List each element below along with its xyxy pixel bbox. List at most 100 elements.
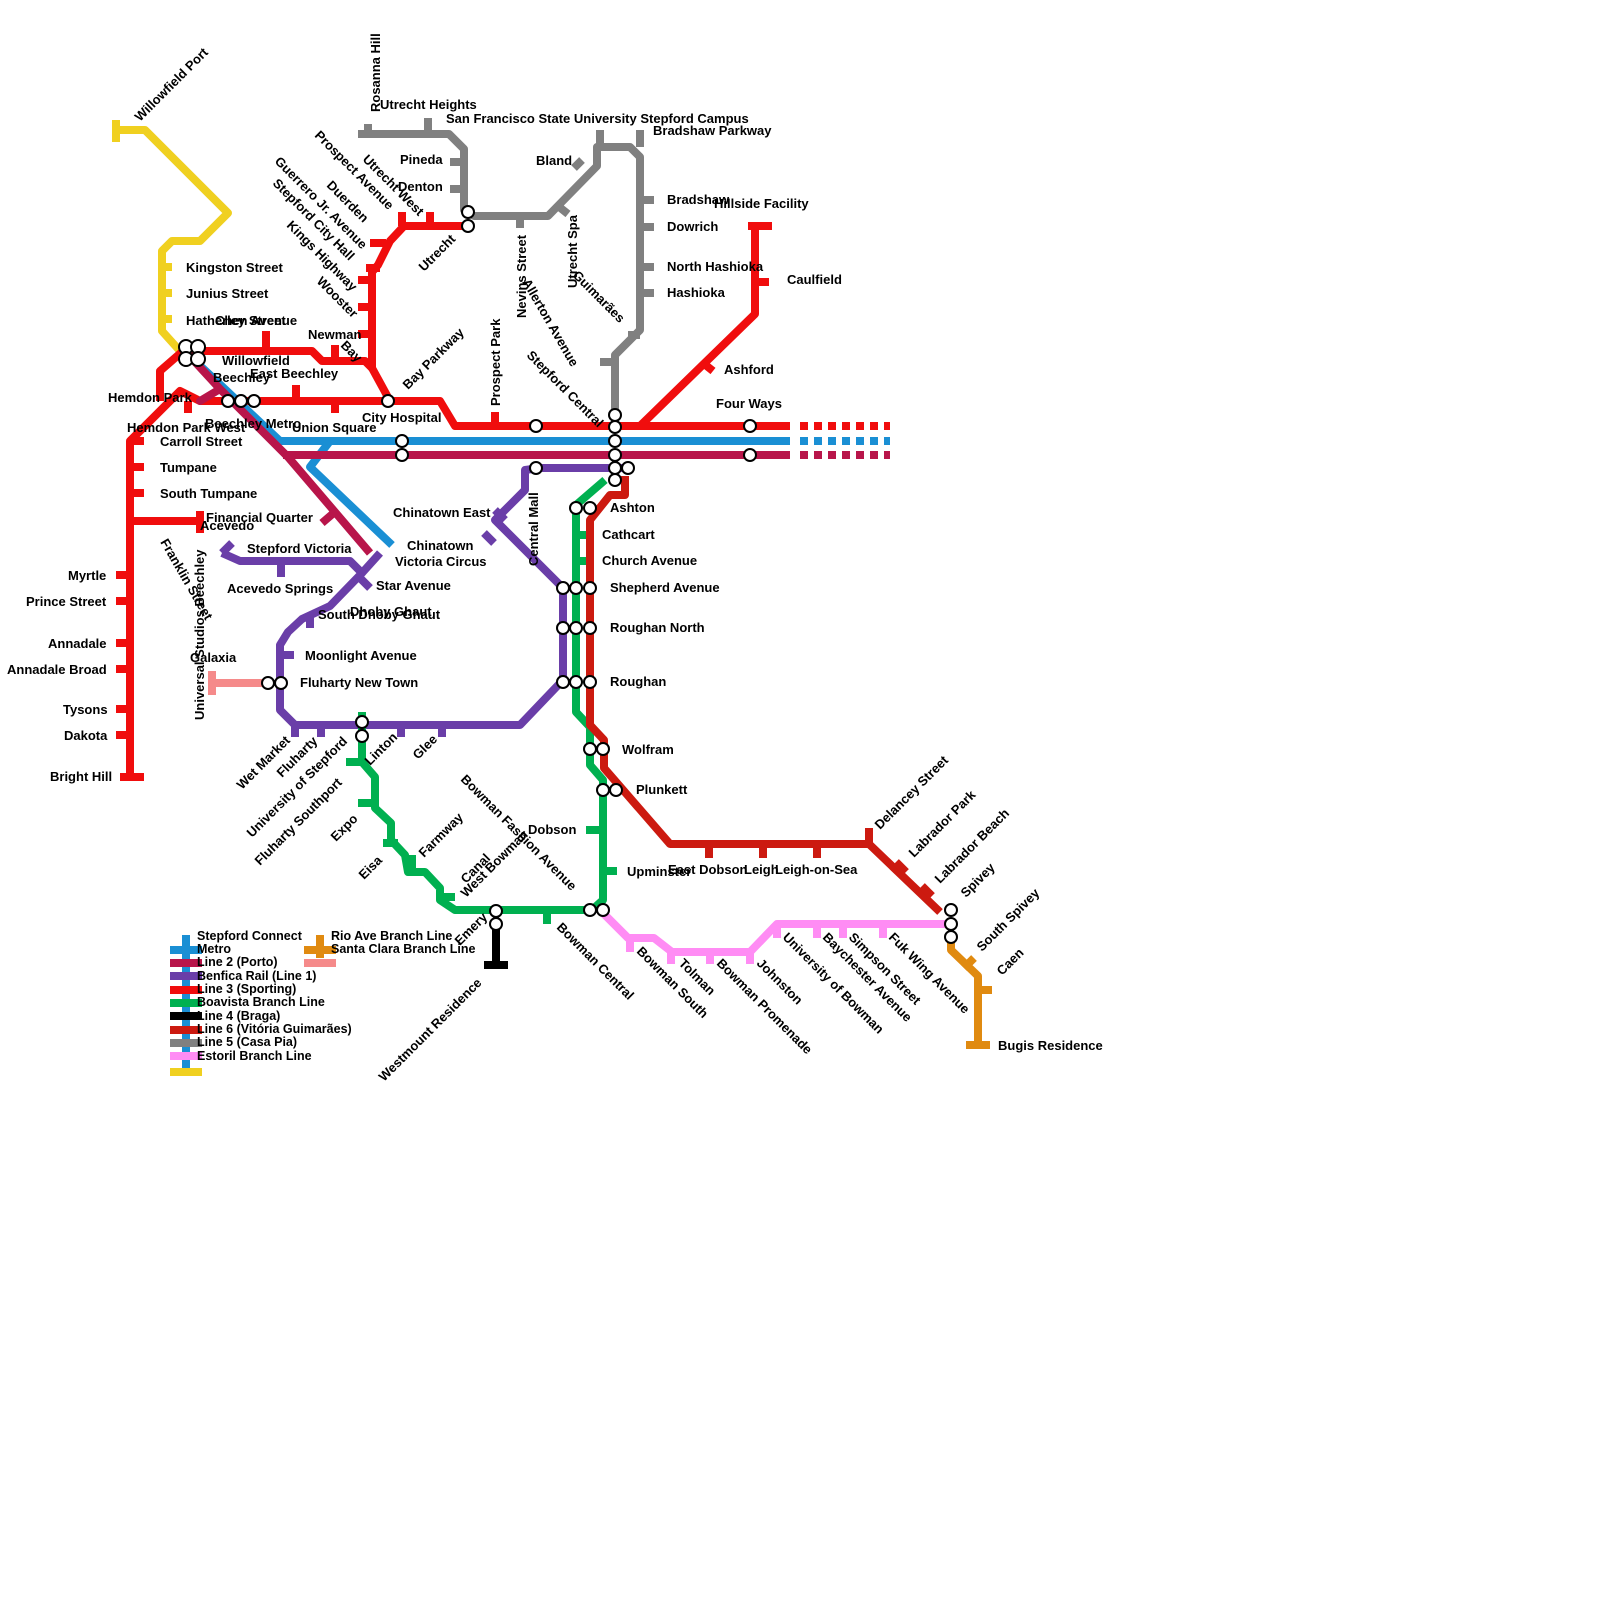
interchange-ashton[interactable] [569,501,583,515]
line-4[interactable] [586,476,943,915]
station-label[interactable]: Leigh [744,862,779,877]
interchange-university-of-stepford[interactable] [355,715,369,729]
station-label[interactable]: Hemdon Park [108,390,193,405]
interchange-plunkett[interactable] [596,783,610,797]
station-label[interactable]: North Hashioka [667,259,764,274]
station-label[interactable]: Westmount Residence [376,975,485,1084]
station-label[interactable]: Utrecht Spa [565,214,580,288]
station-label[interactable]: Wolfram [622,742,674,757]
station-label[interactable]: Caen [994,945,1027,978]
interchange-four-ways[interactable] [743,419,757,433]
station-label[interactable]: Glee [410,732,441,763]
station-label[interactable]: Utrecht [416,231,459,274]
station-label[interactable]: Ashton [610,500,655,515]
station-label[interactable]: Four Ways [716,396,782,411]
station-label[interactable]: Newman [308,327,362,342]
station-label[interactable]: East Beechley [250,366,339,381]
station-label[interactable]: Nevins Street [514,234,529,318]
station-label[interactable]: East Dobson [668,862,748,877]
station-label[interactable]: Willowfield [222,353,290,368]
station-label[interactable]: Beechley [213,370,271,385]
station-label[interactable]: Union Square [292,420,377,435]
station-label[interactable]: Bright Hill [50,769,112,784]
station-label[interactable]: Acevedo [200,518,254,533]
interchange-prospect[interactable] [529,419,543,433]
station-label[interactable]: Caulfield [787,272,842,287]
station-label[interactable]: Hashioka [667,285,726,300]
station-label[interactable]: Bay Parkway [400,324,468,392]
station-label[interactable]: Bradshaw [667,192,730,207]
station-label[interactable]: Shepherd Avenue [610,580,720,595]
station-label[interactable]: Prospect Park [488,318,503,406]
station-label[interactable]: Star Avenue [376,578,451,593]
station-label[interactable]: Eisa [356,852,386,882]
station-label[interactable]: Galaxia [190,650,237,665]
station-label[interactable]: Expo [328,811,361,844]
line-6[interactable] [364,124,644,415]
station-label[interactable]: Tumpane [160,460,217,475]
interchange-utrecht[interactable] [461,205,475,219]
station-label[interactable]: Willowfield Port [132,44,212,124]
station-label[interactable]: Dowrich [667,219,718,234]
interchange-roughan-north[interactable] [556,621,570,635]
interchange-spivey[interactable] [944,903,958,917]
station-label[interactable]: Universal Studios Beechley [192,549,207,720]
interchange-beechley[interactable] [221,394,235,408]
station-label[interactable]: Dhoby Ghaut [350,604,432,619]
station-label[interactable]: Rosanna Hill [368,33,383,112]
station-label[interactable]: Dakota [64,728,108,743]
station-label[interactable]: Ashford [724,362,774,377]
station-label[interactable]: Carroll Street [160,434,243,449]
station-label[interactable]: Plunkett [636,782,688,797]
station-label[interactable]: Spivey [958,859,999,900]
station-label[interactable]: Victoria Circus [395,554,487,569]
station-label[interactable]: Tysons [63,702,108,717]
station-label[interactable]: Prince Street [26,594,107,609]
station-label[interactable]: Farmway [416,809,467,860]
line-2-spur[interactable] [219,540,235,556]
station-label[interactable]: Bland [536,153,572,168]
station-label[interactable]: City Hospital [362,410,441,425]
interchange-stepford-central[interactable] [608,408,622,422]
station-label[interactable]: Myrtle [68,568,106,583]
station-label[interactable]: Moonlight Avenue [305,648,417,663]
station-label[interactable]: Denton [398,179,443,194]
station-label[interactable]: Stepford Victoria [247,541,352,556]
station-label[interactable]: Kingston Street [186,260,283,275]
station-label[interactable]: Dobson [528,822,576,837]
station-label[interactable]: Chen Avenue [215,313,297,328]
line-benfica-willowfield[interactable] [156,222,468,401]
station-label[interactable]: Annadale Broad [7,662,107,677]
station-label[interactable]: Bugis Residence [998,1038,1103,1053]
station-label[interactable]: Beechley Metro [205,416,301,431]
interchange-central-mall[interactable] [529,461,543,475]
station-label[interactable]: Cathcart [602,527,655,542]
station-label[interactable]: Bradshaw Parkway [653,123,772,138]
station-label[interactable]: Leigh-on-Sea [775,862,858,877]
interchange-city-hospital[interactable] [381,394,395,408]
station-label[interactable]: Junius Street [186,286,269,301]
station-label[interactable]: Annadale [48,636,107,651]
station-label[interactable]: Hillside Facility [714,196,809,211]
station-label[interactable]: Franklin Street [157,536,216,623]
station-label[interactable]: South Dhoby Ghaut [318,607,441,622]
station-label[interactable]: Chinatown [407,538,473,553]
station-label[interactable]: Guimarães [570,268,628,326]
line-metro[interactable] [182,348,374,556]
station-label[interactable]: Hatherley Street [186,313,286,328]
interchange-wolfram[interactable] [583,742,597,756]
station-label[interactable]: Church Avenue [602,553,697,568]
interchange-union-square[interactable] [395,434,409,448]
station-label[interactable]: Hemdon Park West [127,420,246,435]
station-label[interactable]: Acevedo Springs [227,581,333,596]
interchange-shepherd-avenue[interactable] [556,581,570,595]
interchange-fluharty-new-town[interactable] [261,676,275,690]
station-label[interactable]: Fluharty New Town [300,675,418,690]
station-label[interactable]: Central Mall [526,492,541,566]
station-label[interactable]: San Francisco State University Stepford … [446,111,749,126]
station-label[interactable]: Chinatown East [393,505,491,520]
station-label[interactable]: Pineda [400,152,443,167]
line-3[interactable] [358,476,608,914]
interchange-roughan[interactable] [556,675,570,689]
line-2-victoria[interactable] [359,550,383,576]
